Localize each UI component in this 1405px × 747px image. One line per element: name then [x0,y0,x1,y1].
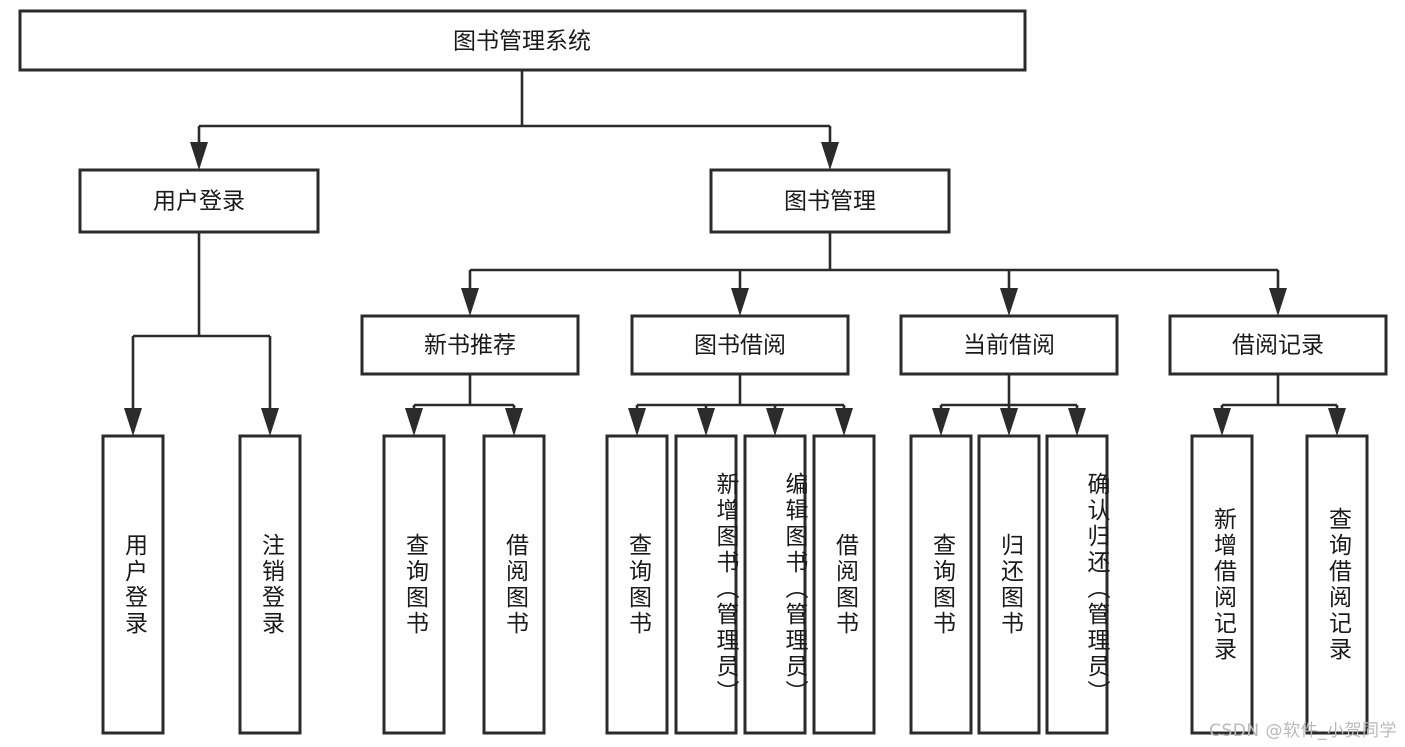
node-book-manage[interactable]: 图书管理 [709,168,951,234]
arrow-leaf-user-login [124,408,142,436]
node-current-borrow-label: 当前借阅 [963,333,1055,359]
node-user-login-label: 用户登录 [153,189,245,215]
connector-group-book-borrow [628,374,853,436]
node-root-label: 图书管理系统 [453,29,591,55]
node-root[interactable]: 图书管理系统 [18,9,1027,72]
arrow-user-login [190,142,208,170]
node-new-book-recommend-label: 新书推荐 [424,333,516,359]
connector-group-new-book [405,374,523,436]
arrow-leaf-query-book-1 [405,408,423,436]
node-root-box[interactable] [18,9,1027,72]
csdn-watermark: CSDN @软件_小贺同学 [1209,721,1397,741]
node-current-borrow-box[interactable] [899,314,1119,376]
connector-group-book-manage [461,232,1287,316]
leaf-box-user-login[interactable] [101,434,165,735]
node-new-book-recommend[interactable]: 新书推荐 [360,314,580,376]
leaf-box-add-book[interactable] [674,434,738,735]
arrow-book-manage [821,142,839,170]
arrow-current-borrow [1000,288,1018,316]
connector-group-user-login [124,232,279,436]
leaf-box-edit-book[interactable] [743,434,807,735]
arrow-new-book-recommend [461,288,479,316]
leaf-group-current-borrow [909,434,1109,735]
node-borrow-record-label: 借阅记录 [1232,333,1324,359]
leaf-box-add-record[interactable] [1190,434,1254,735]
node-book-manage-label: 图书管理 [784,189,876,215]
node-borrow-record-box[interactable] [1168,314,1388,376]
leaf-group-user-login [101,434,302,735]
node-user-login[interactable]: 用户登录 [78,168,320,234]
leaf-box-return-book[interactable] [977,434,1041,735]
arrow-leaf-add-book [697,408,715,436]
node-current-borrow[interactable]: 当前借阅 [899,314,1119,376]
node-book-borrow-box[interactable] [630,314,850,376]
leaf-box-borrow-book-2[interactable] [812,434,876,735]
node-borrow-record[interactable]: 借阅记录 [1168,314,1388,376]
leaf-group-book-borrow [605,434,876,735]
leaf-group-new-book-recommend [382,434,546,735]
connector-group-current-borrow [932,374,1086,436]
arrow-leaf-borrow-book-2 [835,408,853,436]
arrow-leaf-confirm-return [1068,408,1086,436]
leaf-box-borrow-book-1[interactable] [482,434,546,735]
node-book-borrow[interactable]: 图书借阅 [630,314,850,376]
leaf-box-confirm-return[interactable] [1045,434,1109,735]
arrow-leaf-borrow-book-1 [505,408,523,436]
node-book-manage-box[interactable] [709,168,951,234]
leaf-box-query-book-3[interactable] [909,434,973,735]
arrow-leaf-edit-book [766,408,784,436]
arrow-book-borrow [731,288,749,316]
arrow-leaf-query-book-3 [932,408,950,436]
leaf-box-logout[interactable] [238,434,302,735]
arrow-leaf-query-record [1328,408,1346,436]
node-book-borrow-label: 图书借阅 [694,333,786,359]
leaf-box-query-record[interactable] [1305,434,1369,735]
node-new-book-recommend-box[interactable] [360,314,580,376]
arrow-leaf-logout [261,408,279,436]
leaf-box-query-book-2[interactable] [605,434,669,735]
arrow-leaf-add-record [1213,408,1231,436]
arrow-leaf-return-book [1000,408,1018,436]
arrow-leaf-query-book-2 [628,408,646,436]
leaf-box-query-book-1[interactable] [382,434,446,735]
node-user-login-box[interactable] [78,168,320,234]
connector-group-borrow-record [1213,374,1346,436]
connector-group-root [190,70,839,170]
arrow-borrow-record [1269,288,1287,316]
leaf-group-borrow-record [1190,434,1369,735]
